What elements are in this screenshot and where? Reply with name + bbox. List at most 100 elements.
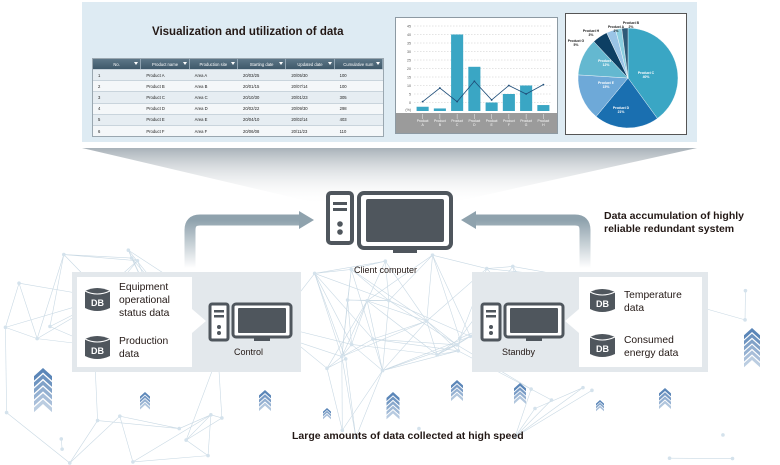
network-node (430, 253, 435, 257)
network-link (326, 356, 343, 369)
pie-value: 3% (589, 33, 594, 37)
network-node (345, 298, 350, 302)
network-node (387, 298, 391, 303)
network-link (97, 420, 180, 429)
network-node (312, 271, 317, 276)
table-cell: 403 (339, 117, 347, 123)
svg-text:DB: DB (596, 299, 609, 309)
column-header[interactable]: No. (93, 59, 142, 69)
network-link (351, 300, 368, 345)
x-tick-label-suffix: D (473, 123, 476, 127)
network-link (426, 320, 438, 355)
network-node (135, 258, 140, 263)
network-node (533, 406, 537, 411)
table-cell: Area C (194, 94, 208, 100)
network-link (69, 420, 98, 464)
table-cell: 298 (339, 106, 347, 112)
chevron-up-icon (451, 384, 463, 393)
table-cell: 2 (98, 83, 101, 89)
network-link (326, 368, 343, 431)
table-cell: 110 (339, 128, 347, 134)
table-cell: Product F (146, 128, 165, 134)
network-link (366, 261, 386, 301)
filter-icon (375, 62, 380, 65)
chevron-up-icon (744, 339, 760, 351)
pie-value: 2% (629, 25, 634, 29)
chevron-up-icon (386, 396, 400, 406)
table-cell: Product E (146, 117, 165, 123)
pie-label: Product H (583, 29, 600, 33)
pie-label: Product F (598, 59, 614, 63)
database-icon: DB (84, 336, 111, 359)
table-cell: 20/02/14 (291, 117, 308, 123)
x-tick-label-suffix: H (542, 123, 545, 127)
network-link (382, 300, 390, 371)
bar (433, 108, 446, 111)
table-cell: 1 (98, 72, 101, 78)
x-tick-label: Product (417, 119, 429, 123)
network-link (5, 283, 20, 328)
network-link (341, 269, 352, 357)
pie-value: 2% (614, 29, 619, 33)
pie-value: 15% (603, 85, 610, 89)
network-link (347, 299, 368, 302)
network-node (354, 435, 358, 440)
database-icon: DB (589, 289, 616, 312)
network-node (590, 388, 594, 393)
network-link (314, 273, 389, 301)
network-link (426, 320, 458, 346)
network-link (341, 356, 357, 438)
network-node (349, 267, 354, 272)
network-node (484, 266, 489, 271)
y-tick-label: 0 (409, 101, 411, 105)
y-tick-label: 10 (407, 84, 411, 88)
network-link (18, 283, 38, 339)
pie-label: Product G (568, 39, 585, 43)
bottom-caption: Large amounts of data collected at high … (292, 430, 524, 442)
y-tick-label: (%) (405, 108, 411, 112)
pie-label: Product C (638, 71, 655, 75)
x-tick-label: Product (469, 119, 481, 123)
table-cell: 20/11/23 (291, 128, 308, 134)
network-link (351, 269, 390, 301)
column-header[interactable]: Starting date (238, 59, 287, 69)
network-link (314, 273, 343, 357)
network-node (529, 387, 533, 391)
network-link (514, 388, 532, 438)
database-icon: DB (84, 288, 111, 311)
network-link (426, 255, 433, 322)
chevron-up-icon (323, 410, 331, 417)
chevron-up-icon (34, 399, 52, 413)
column-header[interactable]: Product name (141, 59, 190, 69)
chevron-up-icon (659, 400, 671, 409)
pie-label: Product D (613, 106, 630, 110)
chevron-up-icon (34, 374, 52, 387)
network-node (468, 334, 473, 339)
db-item-consumed-energy: Consumed energy data (624, 335, 679, 359)
table-cell: Area F (194, 128, 208, 134)
chevron-up-icon (514, 383, 526, 392)
chevron-up-icon (744, 344, 760, 356)
table-cell: 4 (98, 106, 101, 112)
column-header[interactable]: Production site (190, 59, 238, 69)
control-data-list: DB Equipment operational status data DB … (77, 277, 192, 367)
column-header[interactable]: Updated date (286, 59, 335, 69)
network-link (388, 254, 433, 301)
filter-icon (182, 62, 187, 65)
pie-slice (627, 27, 679, 119)
chevron-up-icon (259, 398, 271, 407)
table-cell: Area E (194, 117, 208, 123)
pie-label: Product E (598, 81, 615, 85)
chevron-up-icon (596, 400, 604, 406)
chevron-up-icon (259, 390, 271, 399)
chevron-up-icon (744, 356, 760, 368)
column-header[interactable]: Cumulative sum (335, 59, 383, 69)
